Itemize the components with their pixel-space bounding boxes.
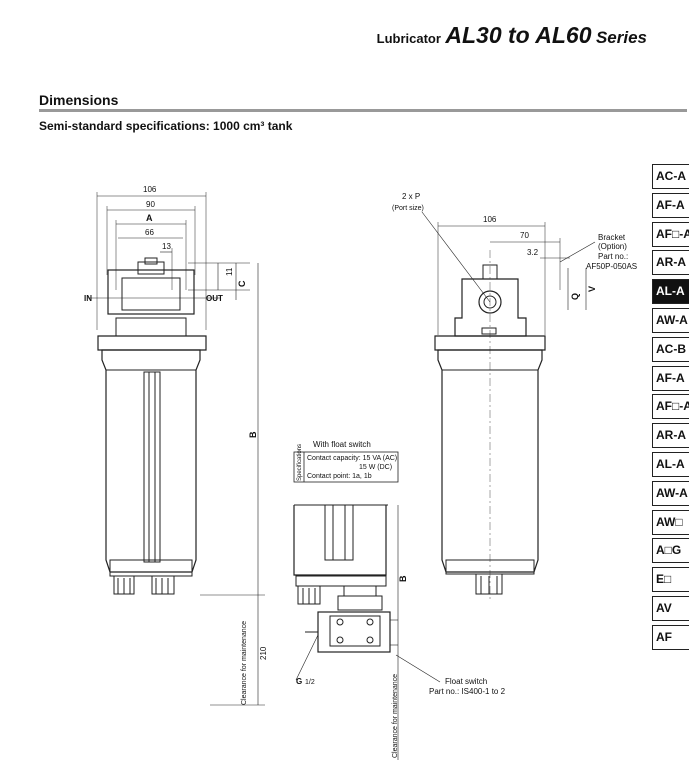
section-divider	[39, 109, 687, 112]
side-tab-11[interactable]: AW-A	[652, 480, 689, 506]
side-tab-13[interactable]: A□G	[652, 538, 689, 564]
port-note: (Port size)	[392, 205, 424, 212]
right-drawing: 2 x P (Port size) 106 70 3.2 Bracket (Op…	[392, 192, 637, 600]
side-tab-9[interactable]: AR-A	[652, 423, 689, 449]
dim-210: 210	[259, 646, 268, 660]
bracket-partno: Part no.:	[598, 252, 628, 261]
side-tab-7[interactable]: AF-A	[652, 365, 689, 391]
bracket-part: AF50P-050AS	[586, 262, 637, 271]
float-switch-drawing: With float switch Specifications Contact…	[293, 440, 506, 760]
side-tab-2[interactable]: AF□-A	[652, 221, 689, 247]
section-title: Dimensions	[39, 92, 119, 108]
contact-capacity-dc: 15 W (DC)	[359, 464, 392, 471]
float-dim-b: B	[398, 575, 408, 582]
side-tab-14[interactable]: E□	[652, 567, 689, 593]
bracket-option: (Option)	[598, 242, 627, 251]
subtitle: Semi-standard specifications: 1000 cm³ t…	[39, 119, 293, 133]
page-header: Lubricator AL30 to AL60 Series	[377, 22, 647, 49]
float-switch-title: With float switch	[313, 440, 371, 449]
dim-v: V	[587, 286, 597, 292]
contact-capacity: Contact capacity: 15 VA (AC)	[307, 455, 397, 462]
in-label: IN	[84, 294, 92, 303]
side-tab-5[interactable]: AW-A	[652, 307, 689, 333]
g-size: 1/2	[305, 679, 315, 686]
float-switch-label: Float switch	[445, 677, 487, 686]
dim-106-right: 106	[483, 215, 497, 224]
spec-label: Specifications	[297, 444, 303, 481]
side-tab-8[interactable]: AF□-A	[652, 394, 689, 420]
side-tab-1[interactable]: AF-A	[652, 192, 689, 218]
dim-b: B	[248, 431, 258, 438]
dim-a: A	[146, 213, 153, 223]
left-drawing: 106 90 A 66 13 11 C B 210 Clearance for …	[84, 185, 268, 706]
series-label: Series	[595, 28, 647, 47]
g-label: G	[296, 677, 302, 686]
dim-106: 106	[143, 185, 157, 194]
side-tab-0[interactable]: AC-A	[652, 164, 689, 189]
side-tab-4[interactable]: AL-A	[652, 279, 689, 305]
dim-11: 11	[225, 267, 234, 276]
float-switch-part: Part no.: IS400-1 to 2	[429, 687, 506, 696]
side-tab-3[interactable]: AR-A	[652, 250, 689, 276]
float-clearance-label: Clearance for maintenance	[392, 674, 399, 758]
dim-c: C	[237, 280, 247, 287]
dim-66: 66	[145, 228, 154, 237]
side-tab-15[interactable]: AV	[652, 595, 689, 621]
clearance-label: Clearance for maintenance	[241, 621, 248, 705]
out-label: OUT	[206, 294, 223, 303]
dim-32: 3.2	[527, 248, 539, 257]
dim-q: Q	[570, 293, 580, 300]
product-name: Lubricator	[376, 31, 441, 46]
bracket-label: Bracket	[598, 233, 626, 242]
port-label: 2 x P	[402, 192, 420, 201]
dim-90: 90	[146, 200, 155, 209]
side-tab-16[interactable]: AF	[652, 624, 689, 650]
side-tab-6[interactable]: AC-B	[652, 336, 689, 362]
model-range: AL30 to AL60	[445, 22, 592, 48]
contact-point: Contact point: 1a, 1b	[307, 473, 372, 480]
dim-70: 70	[520, 231, 529, 240]
dim-13: 13	[162, 242, 171, 251]
side-tab-10[interactable]: AL-A	[652, 451, 689, 477]
side-tab-12[interactable]: AW□	[652, 509, 689, 535]
